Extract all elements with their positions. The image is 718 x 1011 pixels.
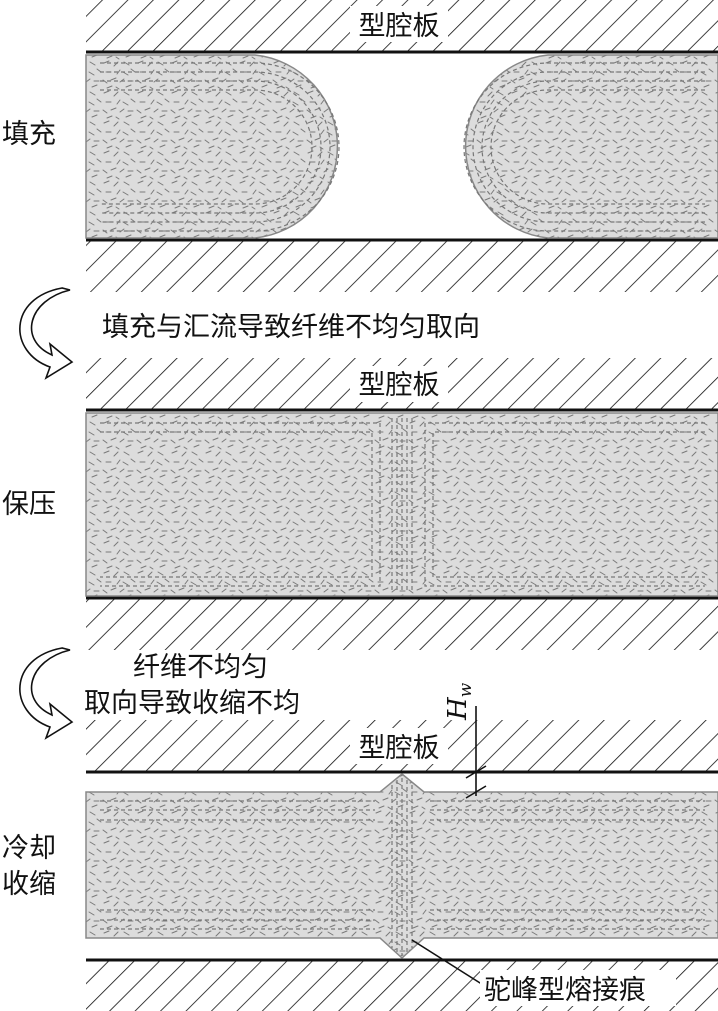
stage-fill: 型腔板 填充 — [2, 0, 718, 292]
stage-label-pack: 保压 — [2, 489, 56, 520]
hump-height-label: Hw — [443, 682, 476, 721]
stage-cool: 型腔板 — [2, 682, 718, 1011]
fiber-orientation-lines-cool — [100, 778, 705, 955]
transition-text-1: 填充与汇流导致纤维不均匀取向 — [102, 312, 480, 343]
mold-plate-label-bg — [350, 6, 448, 42]
transition-text-2-line1: 纤维不均匀 — [133, 652, 268, 683]
stage-label-cool-line2: 收缩 — [2, 869, 56, 900]
curved-arrow-icon — [19, 287, 74, 380]
weld-line-label: 驼峰型熔接痕 — [484, 975, 646, 1006]
weld-line-label-bg — [480, 970, 676, 1006]
stage-label-cool-line1: 冷却 — [2, 833, 56, 864]
melt-front-left — [85, 54, 339, 239]
transition-2: 纤维不均匀 取向导致收缩不均 — [19, 647, 300, 740]
fountain-flow-lines-right — [463, 62, 705, 232]
hump-height-dimension — [465, 706, 487, 799]
mold-plate-bottom-pack — [86, 598, 718, 650]
weld-line-leader — [411, 939, 489, 989]
fountain-flow-lines-left — [100, 62, 340, 232]
melt-front-right — [464, 54, 718, 239]
transition-text-2-line2: 取向导致收缩不均 — [84, 688, 300, 719]
mold-plate-label-bg — [350, 366, 448, 402]
mold-plate-bottom-fill — [86, 240, 718, 292]
stage-pack: 型腔板 保压 — [2, 358, 718, 650]
stage-label-fill: 填充 — [2, 119, 56, 150]
mold-plate-label-bg — [350, 728, 448, 764]
mold-plate-label: 型腔板 — [359, 733, 440, 764]
fiber-orientation-lines-pack — [100, 418, 705, 592]
mold-plate-label: 型腔板 — [359, 11, 440, 42]
mold-plate-label: 型腔板 — [359, 370, 440, 401]
transition-1: 填充与汇流导致纤维不均匀取向 — [19, 287, 480, 380]
curved-arrow-icon — [19, 647, 74, 740]
